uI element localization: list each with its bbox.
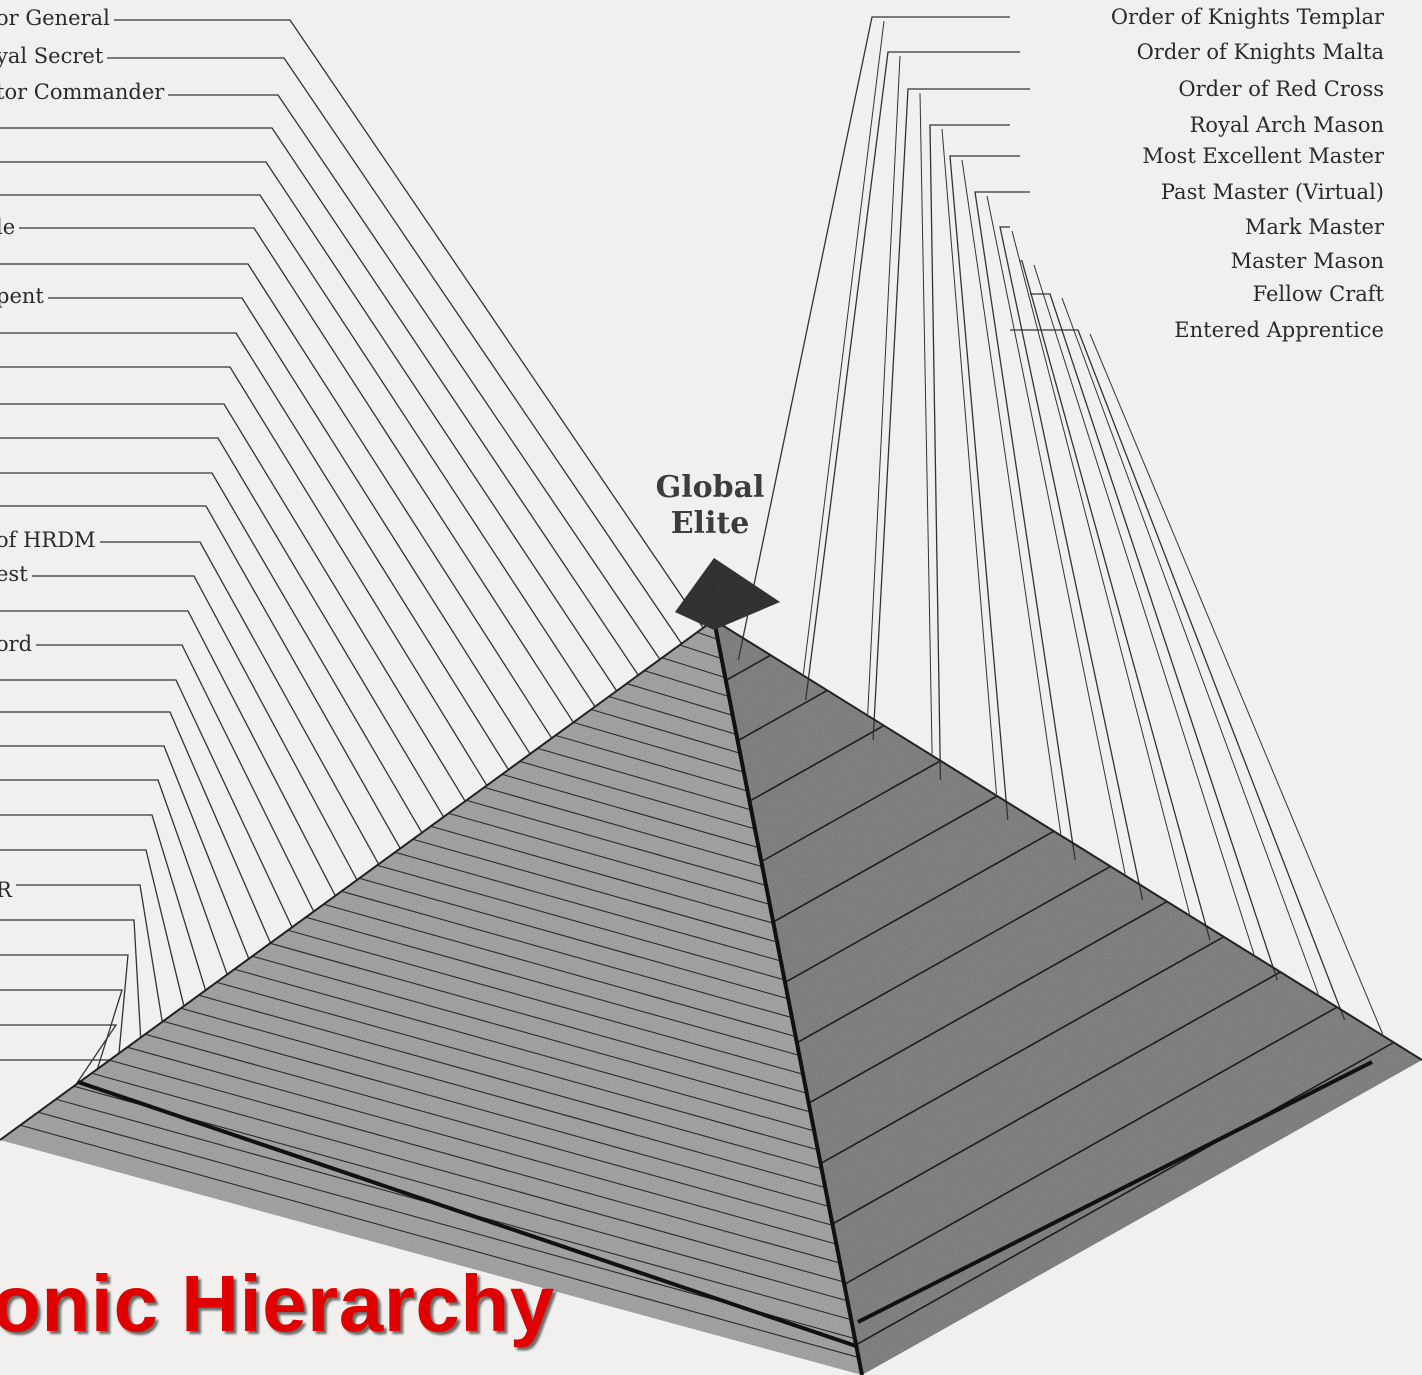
right-leader-line (942, 129, 996, 794)
left-leader-line (0, 195, 595, 707)
apex-label-line1: Global (610, 470, 810, 506)
right-leader-line (806, 52, 1020, 700)
left-leader-line (0, 128, 638, 675)
left-leader-line (0, 712, 270, 943)
degree-label: Fellow Craft (1249, 282, 1388, 306)
left-leader-line (0, 885, 162, 1022)
degree-label: Mark Master (1241, 215, 1388, 239)
apex-label-line2: Elite (610, 506, 810, 542)
left-leader-line (0, 955, 128, 1053)
degree-label: Order of Knights Malta (1133, 40, 1388, 64)
left-leader-line (0, 506, 400, 848)
right-leader-line (987, 196, 1125, 874)
right-leader-line (975, 192, 1075, 860)
left-leader-line (0, 920, 141, 1038)
degree-label: tor Commander (0, 80, 168, 104)
degree-label: yal Secret (0, 44, 107, 68)
degree-label: est (0, 562, 32, 586)
left-leader-line (0, 780, 227, 975)
left-leader-line (0, 680, 292, 927)
left-leader-line (0, 746, 249, 959)
degree-label: pent (0, 284, 48, 308)
left-leader-line (0, 264, 552, 738)
degree-label: Most Excellent Master (1138, 144, 1388, 168)
degree-label: of HRDM (0, 528, 100, 552)
left-leader-line (0, 20, 703, 628)
degree-label: le (0, 215, 19, 239)
apex-label: Global Elite (610, 470, 810, 542)
degree-label: Past Master (Virtual) (1157, 180, 1388, 204)
right-leader-line (930, 125, 1010, 780)
left-leader-line (0, 95, 660, 659)
left-leader-line (0, 542, 379, 864)
left-leader-line (0, 58, 682, 644)
degree-label: ord (0, 632, 36, 656)
right-leader-line (803, 21, 884, 674)
degree-label: Entered Apprentice (1170, 318, 1388, 342)
left-leader-line (0, 990, 122, 1069)
apex-capstone (675, 558, 780, 630)
degree-label: or General (0, 6, 114, 30)
left-leader-line (0, 645, 314, 912)
right-leader-line (868, 56, 900, 714)
page-title: onic Hierarchy (0, 1258, 555, 1350)
degree-label: Royal Arch Mason (1186, 113, 1388, 137)
left-leader-line (0, 815, 206, 990)
degree-label: Order of Knights Templar (1107, 5, 1388, 29)
right-leader-line (962, 160, 1061, 834)
right-leader-line (920, 93, 932, 754)
right-leader-line (873, 89, 1030, 740)
degree-label: Master Mason (1227, 249, 1388, 273)
degree-label: Order of Red Cross (1174, 77, 1388, 101)
left-leader-line (0, 473, 422, 833)
degree-label: R (0, 878, 16, 902)
right-leader-line (738, 17, 1010, 660)
